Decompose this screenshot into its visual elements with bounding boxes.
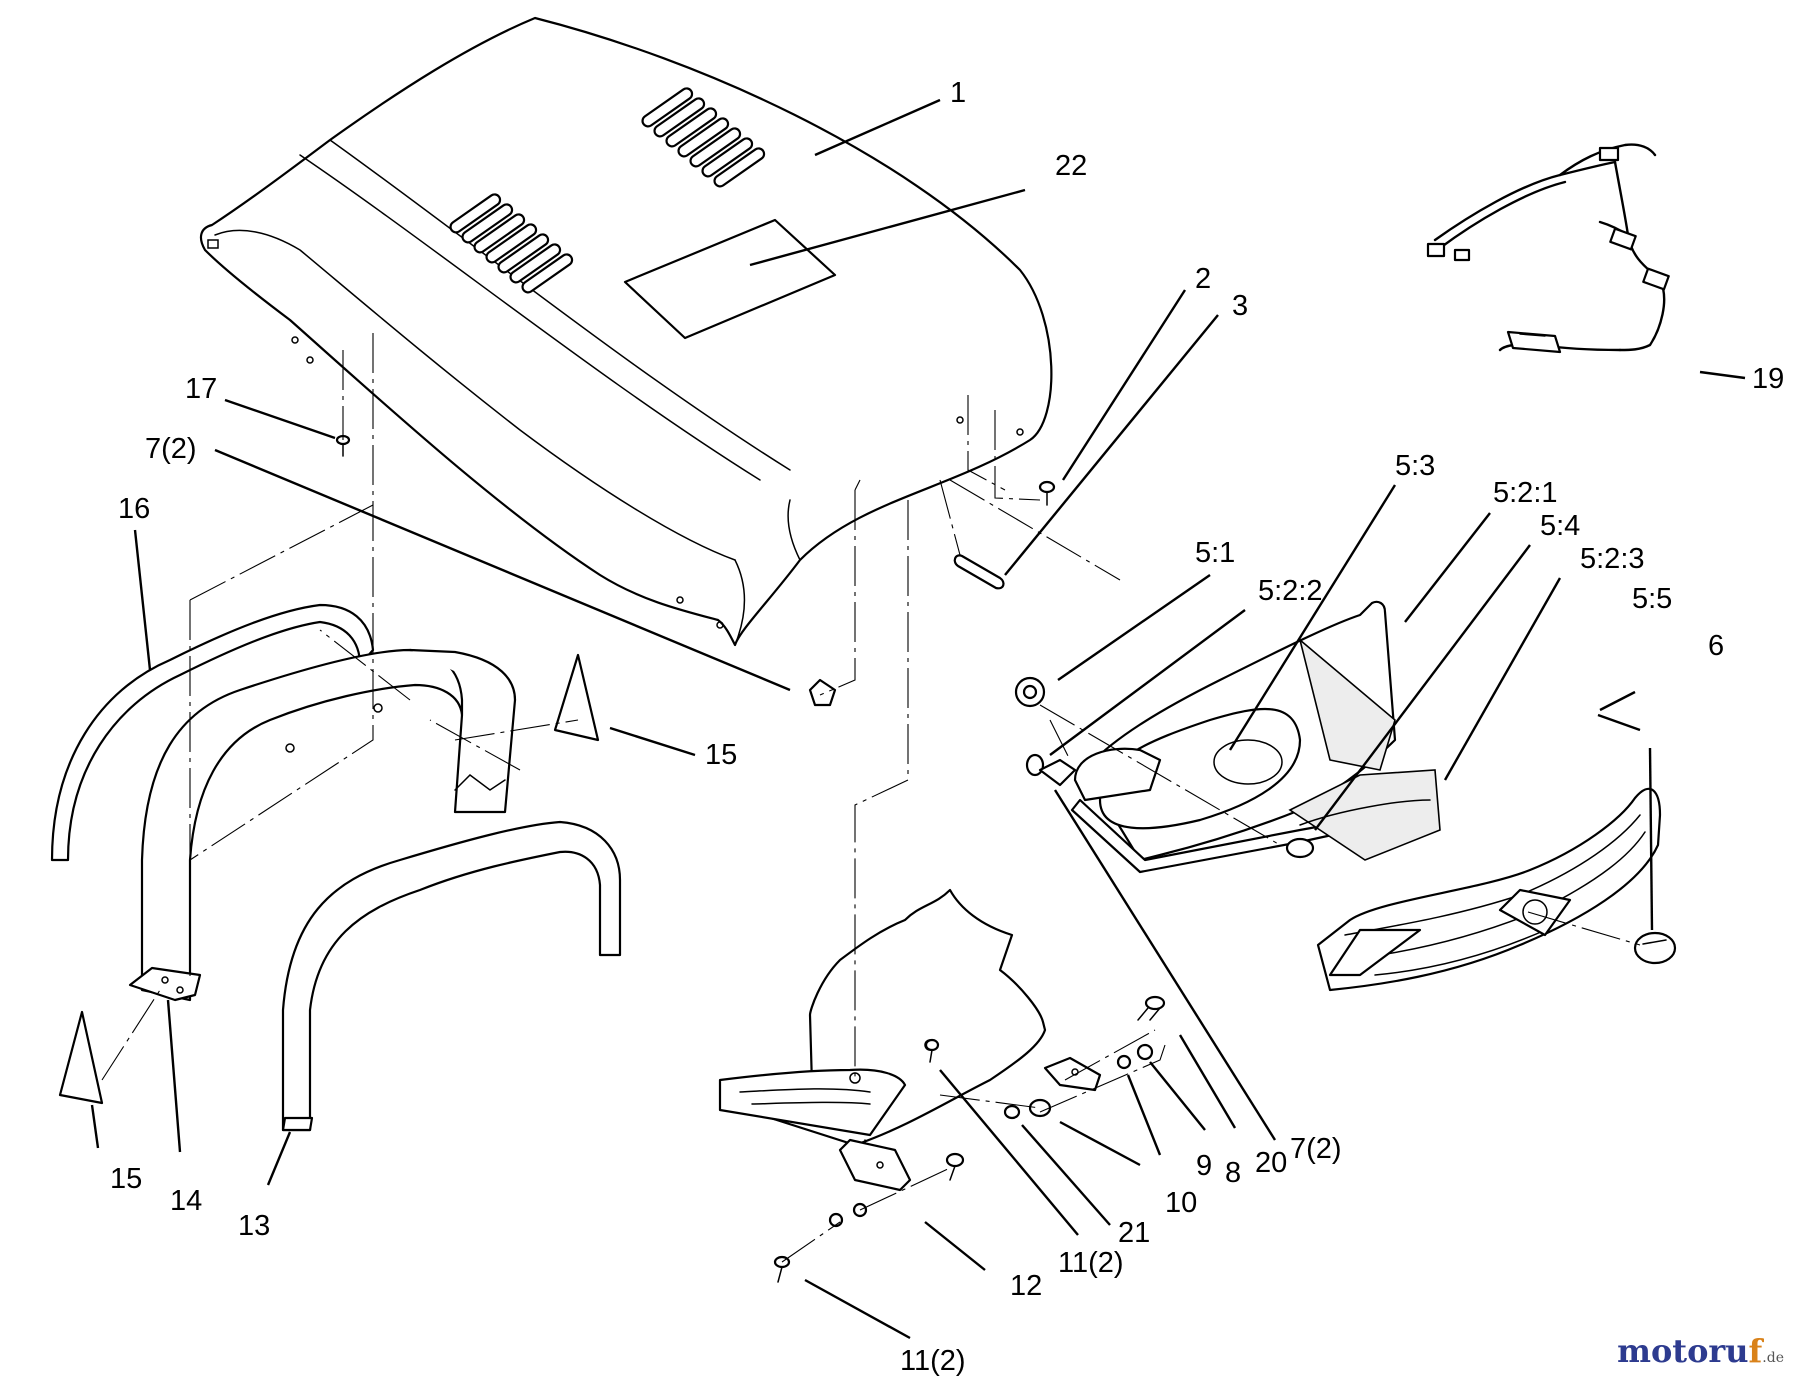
callout-1: 1 [950, 77, 966, 109]
callout-5-2-1: 5:2:1 [1493, 477, 1558, 509]
callout-11-upper: 11(2) [1058, 1247, 1124, 1279]
callout-5-2-3: 5:2:3 [1580, 543, 1645, 575]
gusset-15-lower [58, 1010, 104, 1105]
callout-2: 2 [1195, 263, 1211, 295]
clip-7-left [808, 678, 837, 707]
callout-17: 17 [185, 373, 217, 405]
callout-19: 19 [1752, 363, 1784, 395]
emblem-6 [1633, 931, 1677, 965]
callout-11-lower: 11(2) [900, 1345, 966, 1377]
callout-13: 13 [238, 1210, 270, 1242]
wiring-harness [1426, 143, 1670, 354]
fender-14 [128, 648, 517, 1002]
callout-12: 12 [1010, 1270, 1042, 1302]
bulb-end-5-4 [1285, 837, 1315, 859]
leader-lines [90, 98, 1746, 1340]
watermark-tld: .de [1762, 1350, 1784, 1366]
callout-5-3: 5:3 [1395, 450, 1435, 482]
gusset-15-upper [553, 653, 600, 742]
bracket-3 [953, 554, 1005, 590]
callout-14: 14 [170, 1185, 202, 1217]
hood-vent-upper [641, 87, 766, 188]
hood [199, 16, 1053, 647]
clip-20 [1038, 758, 1077, 787]
watermark-accent: f [1748, 1332, 1763, 1370]
motoruf-watermark: motoruf.de [1617, 1332, 1784, 1370]
screw-11-lower [773, 1255, 791, 1283]
fender-13 [281, 820, 622, 1132]
callout-labels: 1 22 2 3 19 17 7(2) 16 15 15 14 13 5:3 5… [110, 77, 1784, 1377]
screw-2 [1038, 480, 1056, 506]
watermark-main: motoru [1617, 1332, 1749, 1370]
bolt-8 [1137, 995, 1166, 1021]
callout-15-upper: 15 [705, 739, 737, 771]
callout-6: 6 [1708, 630, 1724, 662]
screw-11-upper [924, 1038, 940, 1063]
headlight-assembly [1014, 600, 1441, 874]
grille [1316, 787, 1662, 992]
callout-3: 3 [1232, 290, 1248, 322]
callout-5-4: 5:4 [1540, 510, 1580, 542]
callout-7-left: 7(2) [145, 433, 197, 465]
callout-9: 9 [1196, 1150, 1212, 1182]
callout-5-5: 5:5 [1632, 583, 1672, 615]
callout-20: 20 [1255, 1147, 1287, 1179]
hood-vent-lower [449, 193, 574, 294]
callout-16: 16 [118, 493, 150, 525]
callout-7-right: 7(2) [1290, 1133, 1342, 1165]
assembly-lines [101, 333, 1641, 1263]
nut-21 [1003, 1098, 1052, 1120]
socket-5-1 [1014, 676, 1046, 708]
bolt-12 [945, 1152, 965, 1181]
callout-10: 10 [1165, 1187, 1197, 1219]
washer-10 [1116, 1054, 1132, 1070]
callout-22: 22 [1055, 150, 1087, 182]
callout-5-1: 5:1 [1195, 537, 1235, 569]
plate-bracket [1043, 1056, 1102, 1092]
decal [623, 218, 837, 340]
callout-15-lower: 15 [110, 1163, 142, 1195]
washer-9 [1136, 1043, 1154, 1061]
callout-21: 21 [1118, 1217, 1150, 1249]
callout-5-2-2: 5:2:2 [1258, 575, 1323, 607]
bulb-5-2-2 [1025, 753, 1045, 777]
callout-8: 8 [1225, 1157, 1241, 1189]
hood-bracket [718, 888, 1047, 1192]
